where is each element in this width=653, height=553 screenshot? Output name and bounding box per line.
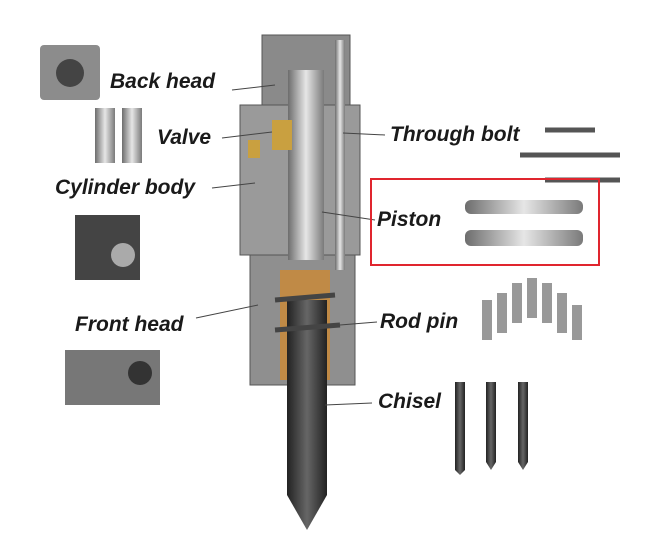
label-through-bolt: Through bolt: [390, 123, 520, 146]
label-piston: Piston: [377, 208, 442, 231]
leader-lines: [195, 84, 386, 406]
back-head-part: [40, 45, 100, 100]
chisel-in-breaker: [287, 300, 327, 530]
label-front-head: Front head: [75, 313, 184, 336]
valve-parts: [95, 108, 142, 163]
piston-highlight-box: [370, 178, 600, 266]
label-rod-pin: Rod pin: [380, 310, 459, 333]
cylinder-body-part: [75, 215, 140, 280]
rod-pin-parts: [482, 278, 582, 340]
through-bolts-part: [520, 127, 620, 183]
label-cylinder-body: Cylinder body: [55, 176, 196, 199]
piston-part: [465, 200, 583, 246]
chisel-parts: [455, 382, 528, 475]
label-valve: Valve: [157, 126, 212, 149]
rod-pins: [274, 292, 341, 333]
label-back-head: Back head: [110, 70, 216, 93]
front-head-part: [65, 350, 160, 405]
label-chisel: Chisel: [378, 390, 442, 413]
